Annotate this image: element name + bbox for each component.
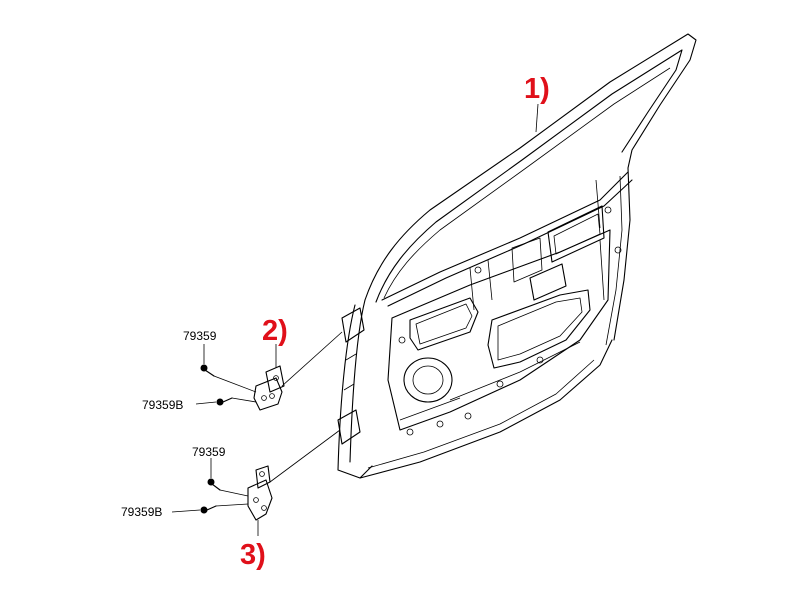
lower-door-hinge [247, 465, 273, 521]
leader-lines [171, 103, 539, 536]
part-number-upper-horizontal-bolt: 79359B [142, 398, 183, 412]
callout-door-panel: 1) [524, 73, 550, 105]
part-number-lower-horizontal-bolt: 79359B [121, 505, 162, 519]
upper-door-hinge [253, 365, 285, 411]
front-door-panel [337, 33, 697, 479]
upper-vertical-bolt [200, 364, 215, 377]
callout-upper-hinge: 2) [262, 315, 288, 347]
lower-vertical-bolt [207, 478, 221, 491]
upper-horizontal-bolt [216, 397, 233, 406]
part-number-upper-vertical-bolt: 79359 [183, 329, 217, 343]
callout-lower-hinge: 3) [240, 539, 266, 571]
lower-horizontal-bolt [200, 505, 217, 514]
part-number-lower-vertical-bolt: 79359 [192, 445, 226, 459]
